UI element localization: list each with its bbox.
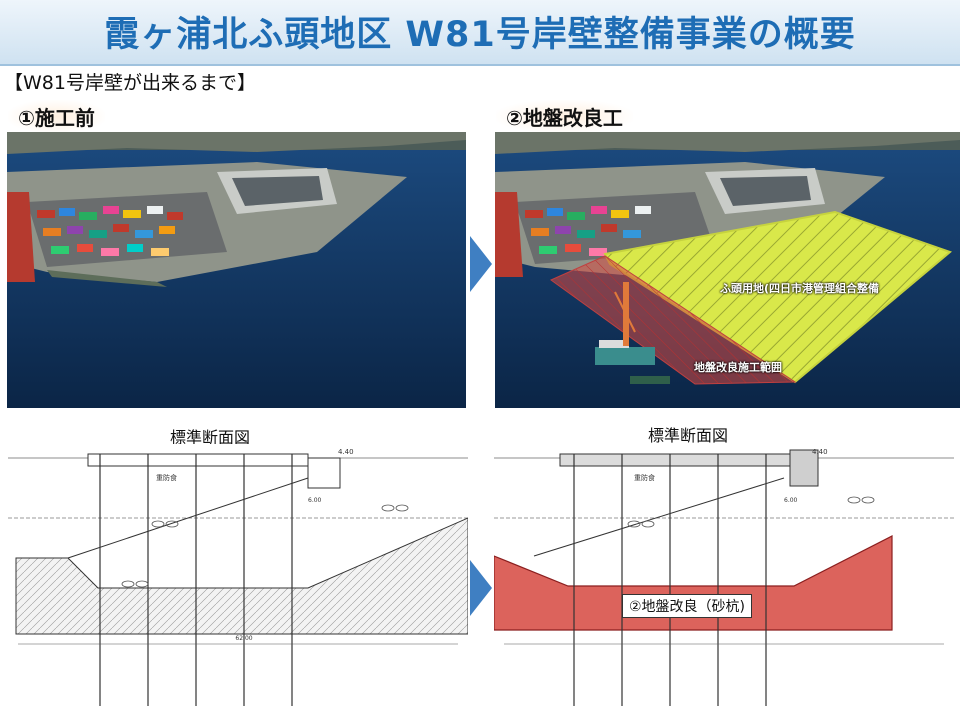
cross-section-before: 62.00 4.40 重防食 6.00 — [8, 444, 468, 716]
pier-label-improvement: 重防食 — [634, 473, 655, 482]
ground-improvement-label: ②地盤改良（砂杭) — [622, 594, 753, 618]
top-elevation-before: 4.40 — [338, 448, 354, 456]
arrow-right-icon — [470, 236, 492, 296]
title-bar: 霞ヶ浦北ふ頭地区 W81号岸壁整備事業の概要 — [0, 0, 960, 66]
section-title-ground-improvement: 標準断面図 — [648, 426, 729, 445]
page-title: 霞ヶ浦北ふ頭地区 W81号岸壁整備事業の概要 — [104, 15, 856, 55]
aerial-view-ground-improvement — [495, 132, 960, 408]
step-label-ground-improvement: ②地盤改良工 — [496, 100, 633, 133]
cross-section-ground-improvement: 4.40 重防食 6.00 — [494, 444, 954, 716]
arrow-right-icon — [470, 560, 492, 620]
dim-bottom-before: 62.00 — [235, 635, 252, 642]
page-subtitle: 【W81号岸壁が出来るまで】 — [4, 72, 256, 94]
step-label-before: ①施工前 — [8, 100, 105, 133]
section-title-before: 標準断面図 — [170, 428, 251, 447]
aerial-view-before — [7, 132, 466, 408]
wharf-area-label: ふ頭用地(四日市港管理組合整備 — [720, 282, 880, 295]
ground-improvement-area-label: 地盤改良施工範囲 — [694, 361, 782, 374]
top-elevation-improvement: 4.40 — [812, 448, 828, 456]
dim-top-before: 6.00 — [308, 497, 322, 504]
dim-top-improvement: 6.00 — [784, 497, 798, 504]
pier-label-before: 重防食 — [156, 473, 177, 482]
